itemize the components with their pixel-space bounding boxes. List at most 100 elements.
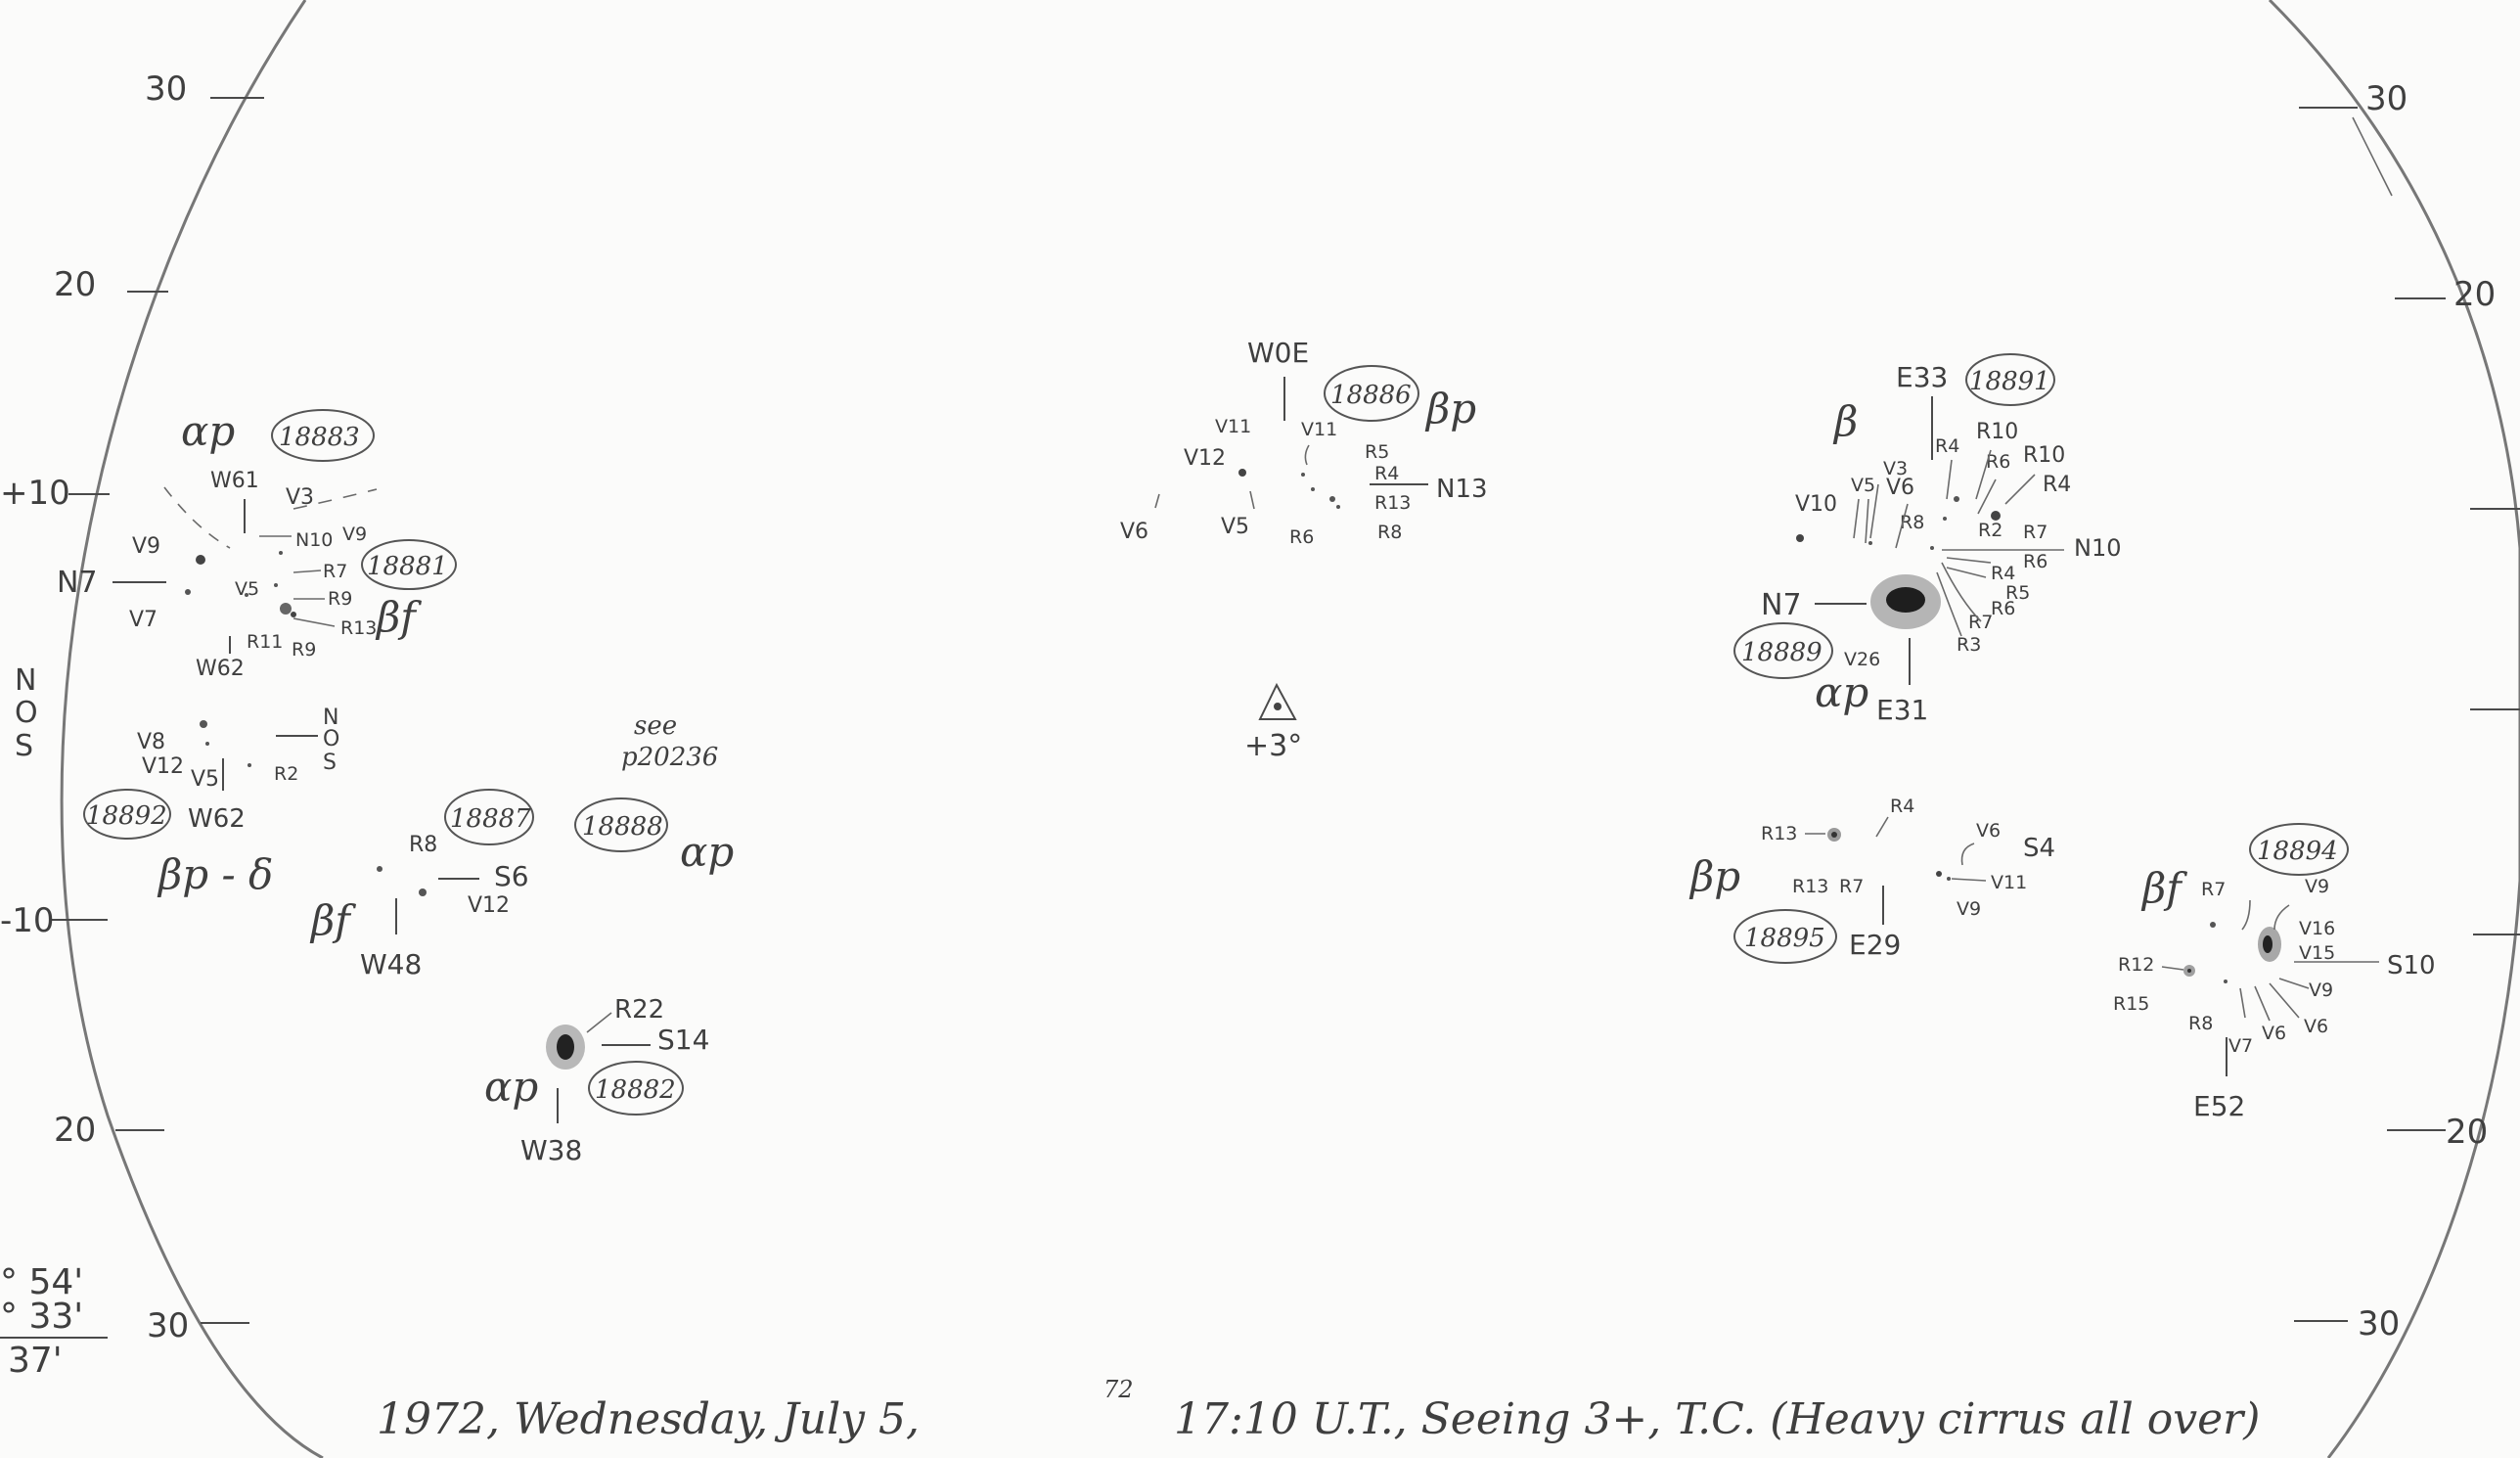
spot-label: V11 <box>1301 419 1337 440</box>
angle-c: 37' <box>8 1341 63 1381</box>
left-latitude-scale: 30 20 +10 -10 20 30 <box>0 69 264 1345</box>
group-18892: V8 V12 V5 R2 N O S 18892 W62 βp - δ <box>83 706 339 898</box>
spot-label: N7 <box>57 566 98 600</box>
spot-label: R2 <box>274 763 298 785</box>
tick-label: 30 <box>2365 79 2408 118</box>
spot-label: R9 <box>328 588 352 610</box>
group-18881: 18881 βf <box>361 539 457 641</box>
equator-n: N <box>15 663 36 698</box>
spot-label: V11 <box>1215 416 1251 437</box>
angle-notes: ° 54' ° 33' 37' <box>0 1262 108 1381</box>
spot-label: V5 <box>191 767 219 792</box>
leader-line <box>1936 557 1992 637</box>
group-class: βf <box>375 593 422 641</box>
spot-label: V12 <box>1184 446 1226 471</box>
group-class: αp <box>484 1063 538 1111</box>
group-18883: αp 18883 W61 V3 V9 N7 V7 N10 V5 V9 R7 R9… <box>57 407 377 681</box>
spot-label: R4 <box>1991 563 2015 584</box>
group-id-oval <box>361 539 457 590</box>
spot-label: R13 <box>1761 823 1797 844</box>
group-18887: 18887 R8 S6 V12 βf W48 <box>309 789 534 980</box>
spot-label: V3 <box>1883 458 1908 479</box>
sunspot <box>1336 505 1340 509</box>
group-18895: R13 R4 V6 S4 R13 R7 V11 V9 18895 E29 βp <box>1688 796 2055 964</box>
tick-label: +10 <box>0 474 70 513</box>
sunspot-umbra <box>557 1034 574 1060</box>
spot-label: S4 <box>2023 834 2055 863</box>
spot-label: R4 <box>1374 463 1399 484</box>
spot-label: N <box>323 706 338 730</box>
group-id-oval <box>1965 353 2055 406</box>
sunspot <box>1936 871 1942 877</box>
group-class: βf <box>309 896 356 944</box>
group-class: βp - δ <box>157 850 273 898</box>
sunspot <box>291 612 296 617</box>
sunspot <box>1930 546 1934 550</box>
spot-label: R4 <box>1890 796 1914 817</box>
leader-line <box>2161 899 2290 971</box>
group-class: βp <box>1424 385 1476 433</box>
group-id: 18892 <box>86 801 167 831</box>
sunspot <box>1868 541 1872 545</box>
sunspot <box>1311 487 1315 491</box>
spot-label: R8 <box>409 833 437 857</box>
spot-label: R10 <box>1976 420 2018 444</box>
group-id: 18895 <box>1744 924 1825 953</box>
spot-label: V12 <box>142 754 184 779</box>
center-triangle <box>1258 682 1297 720</box>
spot-label: R4 <box>1935 435 1959 457</box>
group-id: 18887 <box>450 804 531 834</box>
spot-label: R8 <box>2188 1013 2213 1034</box>
group-18894: 18894 βf R7 V9 V16 V15 S10 R12 V9 R15 R8… <box>2113 823 2436 1122</box>
sunspot <box>1238 469 1246 477</box>
solar-disk-limb <box>60 0 2520 1458</box>
spot-label: R13 <box>1374 492 1411 514</box>
group-id-oval <box>444 789 534 845</box>
sunspot <box>279 551 283 555</box>
group-id: 18882 <box>595 1075 676 1105</box>
penumbra-dash <box>292 488 378 510</box>
sunspot <box>200 720 207 728</box>
note-see: see <box>634 711 677 741</box>
tick-label: 20 <box>54 265 96 304</box>
note-ref: p20236 <box>621 743 718 772</box>
spot-label: O <box>323 727 339 752</box>
left-equator-marker: N O S <box>15 663 38 763</box>
sunspot <box>245 593 248 597</box>
group-id-oval <box>271 409 375 462</box>
group-id-oval <box>1733 909 1837 964</box>
spot-label: V7 <box>129 608 158 632</box>
tick-label: 20 <box>2446 1113 2488 1152</box>
spot-label: W62 <box>188 804 246 834</box>
leader-line <box>1249 490 1255 510</box>
limb-left-arc <box>60 0 324 1458</box>
spot-label: R11 <box>247 631 283 653</box>
tick-label: 30 <box>2358 1304 2400 1344</box>
group-id-oval <box>1733 622 1833 679</box>
spot-label: R12 <box>2118 954 2154 976</box>
spot-label: S10 <box>2387 951 2436 980</box>
spot-label: R6 <box>1986 451 2010 473</box>
spot-label: V11 <box>1991 872 2027 893</box>
spot-label: V12 <box>468 893 510 918</box>
spot-label: R7 <box>323 561 347 582</box>
group-class: αp <box>680 828 734 876</box>
leader-line <box>1304 444 1310 466</box>
group-id: 18886 <box>1330 381 1412 410</box>
group-id: 18889 <box>1741 638 1822 667</box>
spot-label: S <box>323 751 337 775</box>
spot-label: V6 <box>1120 520 1148 544</box>
spot-label: R9 <box>292 639 316 661</box>
spot-label: R6 <box>2023 551 2048 572</box>
spot-label: N7 <box>1761 588 1802 622</box>
spot-label: R7 <box>2201 879 2226 900</box>
limb-right-arc <box>2268 0 2520 1458</box>
sunspot <box>1947 877 1951 881</box>
tick-label: 20 <box>2453 275 2496 314</box>
spot-label: S14 <box>657 1024 709 1056</box>
spot-label: S6 <box>494 860 529 892</box>
spot-label: V9 <box>342 524 367 545</box>
group-id-oval <box>574 797 668 852</box>
spot-label: N10 <box>2074 534 2122 562</box>
